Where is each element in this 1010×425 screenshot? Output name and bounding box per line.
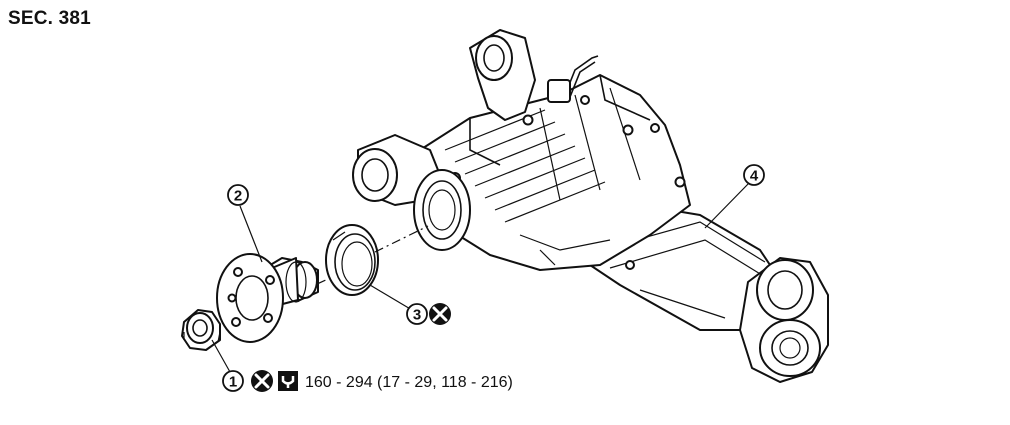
callout-2-number: 2 [234, 188, 242, 205]
leader-line-3 [369, 284, 413, 311]
do-not-reuse-icon [251, 370, 273, 392]
leader-line-4 [704, 181, 751, 229]
section-label: SEC. 381 [8, 8, 91, 29]
callout-3: 3 [406, 303, 428, 325]
side-oil-seal [325, 224, 379, 296]
self-lock-nut [181, 309, 221, 351]
callout-4-number: 4 [750, 168, 759, 185]
leader-line-2 [239, 205, 263, 263]
callout-1: 1 [222, 370, 244, 392]
companion-flange [216, 253, 319, 343]
callout-3-number: 3 [413, 307, 421, 324]
leader-line-1 [211, 339, 231, 373]
callout-1-number: 1 [229, 374, 237, 391]
torque-spec: 160 - 294 (17 - 29, 118 - 216) [305, 374, 513, 391]
callout-4: 4 [743, 164, 765, 186]
do-not-reuse-icon [429, 303, 451, 325]
final-drive-housing [352, 29, 829, 383]
torque-wrench-icon [278, 371, 298, 391]
callout-2: 2 [227, 184, 249, 206]
